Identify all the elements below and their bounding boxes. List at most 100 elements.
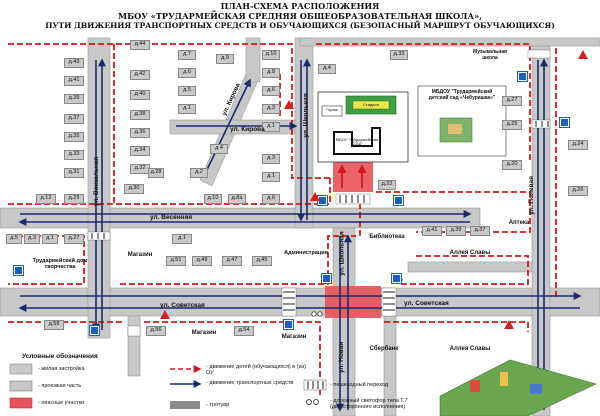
crossing-sign-2 (391, 273, 402, 284)
sberbank-label: Сбербанк (369, 346, 399, 352)
children-warning-sign-5 (310, 192, 320, 201)
house-3b: д.3 (262, 154, 280, 164)
house-6c: д.6 (262, 194, 280, 204)
house-41: д.41 (64, 76, 84, 86)
house-8: д.8 (262, 68, 280, 78)
library-label: Библиотека (369, 234, 405, 240)
house-58: д.58 (44, 320, 64, 330)
house-43: д.43 (64, 58, 84, 68)
street-shkolnaya-mid: ул. Школьная (338, 231, 346, 276)
house-26: д.26 (568, 186, 588, 196)
house-44: д.44 (130, 40, 150, 50)
alley-label-2: Аллея Славы (449, 346, 491, 352)
legend-title: Условные обозначения (22, 353, 98, 360)
house-33: д.33 (64, 150, 84, 160)
house-28: д.28 (148, 168, 164, 178)
house-39: д.39 (64, 94, 84, 104)
legend-sidewalk: - тротуар (206, 402, 230, 408)
transport-routes (18, 58, 582, 412)
house-3: д.3 (262, 104, 280, 114)
house-4: д.4 (210, 144, 228, 154)
house-45: д.45 (252, 256, 272, 266)
house-31: д.31 (64, 168, 84, 178)
house-54: д.54 (234, 326, 254, 336)
kindergarten-area (417, 85, 507, 157)
kindergarten-label: МБДОУ "Трудармейский детский сад «Чебура… (428, 89, 496, 101)
house-42: д.42 (130, 70, 150, 80)
legend-transport-route: - движение транспортных средств (206, 380, 294, 386)
title-line-2: МБОУ «ТРУДАРМЕЙСКАЯ СРЕДНЯЯ ОБЩЕОБРАЗОВА… (118, 11, 482, 21)
children-warning-sign-3 (504, 320, 514, 329)
house-24: д.24 (568, 140, 588, 150)
road-top (299, 37, 600, 47)
road-vokzalnaya (87, 37, 111, 339)
house-30: д.30 (124, 184, 144, 194)
music-school-label: Музыкальная школа (473, 49, 507, 61)
house-49: д.49 (192, 256, 212, 266)
crossing-sign-6 (559, 117, 570, 128)
legend-kids-route: - движение детей (обучающихся) в (из) ОУ (206, 364, 306, 377)
road-kirova-v (245, 37, 261, 83)
house-1b: д.1 (262, 122, 280, 132)
house-6b: д.6 (262, 86, 280, 96)
legend-crossing: - пешеходный переход (330, 382, 389, 388)
crossing-sign-4 (283, 319, 294, 330)
culture-house-label: Трудармейский дом творчества (32, 258, 88, 271)
house-1e: д.1 (172, 234, 192, 244)
crossing-sign-3 (89, 325, 100, 336)
house-38: д.38 (130, 110, 150, 120)
shop-label-3: Магазин (281, 334, 307, 340)
legend-graphics (9, 363, 327, 409)
house-39b: д.39 (446, 226, 466, 236)
title-line-3: ПУТИ ДВИЖЕНИЯ ТРАНСПОРТНЫХ СРЕДСТВ И ОБУ… (45, 21, 555, 30)
stadium-label: Стадион (363, 102, 379, 107)
house-41b: д.41 (422, 226, 442, 236)
house-22: д.22 (378, 180, 396, 190)
street-sovetskaya-left: ул. Советская (160, 302, 205, 309)
house-5b: д.5 (6, 234, 22, 244)
house-51: д.51 (166, 256, 186, 266)
house-1c: д.1 (262, 172, 280, 182)
legend-danger: - опасные участки (38, 400, 85, 406)
house-29: д.29 (64, 194, 84, 204)
road-polevaya (531, 39, 551, 416)
house-6: д.6 (178, 68, 196, 78)
road-novaya (332, 227, 356, 416)
house-20: д.20 (502, 160, 522, 170)
house-37b: д.37 (470, 226, 490, 236)
garage-block (321, 105, 343, 117)
legend-traffic-light: - дорожный светофор типа Т.7 (двухсторон… (330, 398, 408, 411)
house-35: д.35 (64, 132, 84, 142)
school-building (333, 127, 381, 155)
children-warning-sign-2 (160, 310, 170, 319)
playground-illustration (439, 359, 597, 416)
crossing-sign-7 (393, 195, 404, 206)
house-32: д.32 (130, 164, 150, 174)
house-7: д.7 (178, 50, 196, 60)
legend-housing: - жилая застройка (38, 366, 85, 372)
title-line-1: ПЛАН-СХЕМА РАСПОЛОЖЕНИЯ (220, 1, 380, 11)
house-12: д.12 (36, 194, 56, 204)
crossing-stripes (91, 121, 549, 311)
children-warning-sign-1 (284, 100, 294, 109)
garage-label: Гараж (326, 107, 338, 112)
road-left-stub (127, 315, 141, 377)
alley-label-1: Аллея Славы (449, 250, 491, 256)
shop-label-1: Магазин (127, 252, 153, 258)
bus-stop-sign (13, 265, 24, 276)
house-27b: д.27 (64, 234, 84, 244)
house-27: д.27 (502, 96, 522, 106)
house-4b: д.4 (318, 64, 336, 74)
admin-label: Администрация (284, 250, 328, 256)
crossing-sign-5 (517, 71, 528, 82)
danger-school-entrance (333, 160, 373, 192)
house-10: д.10 (262, 50, 280, 60)
children-warning-sign-4 (578, 50, 588, 59)
crossing-sign-1 (321, 273, 332, 284)
house-36: д.36 (130, 128, 150, 138)
school-area (317, 91, 409, 163)
legend-road: - проезжая часть (38, 383, 82, 389)
street-kirova-horizontal: ул. Кирова (230, 126, 265, 133)
house-5: д.5 (178, 86, 196, 96)
